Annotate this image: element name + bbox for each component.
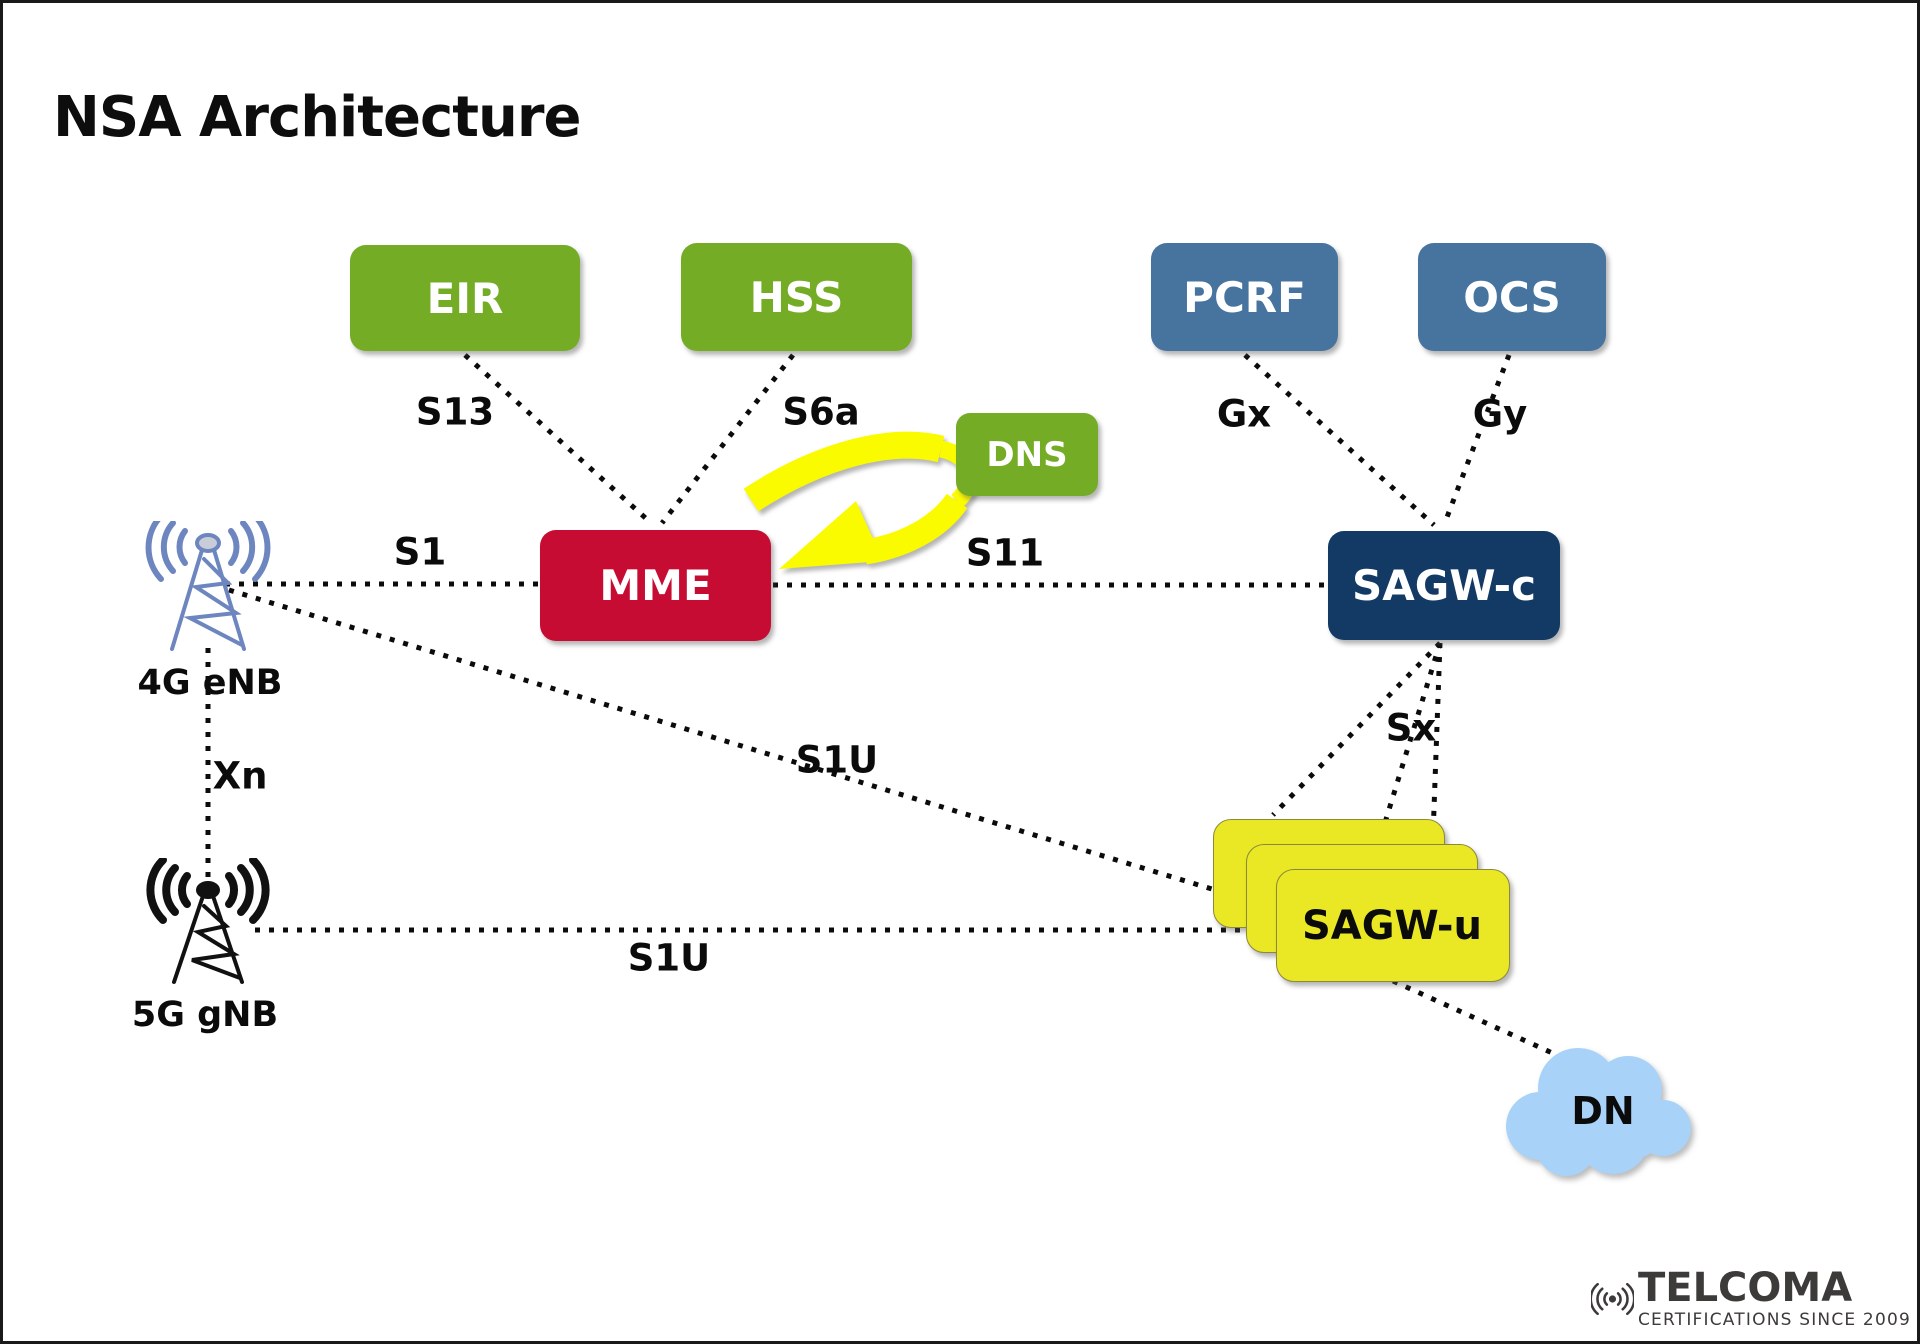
iface-label-s6a: S6a xyxy=(782,390,860,434)
node-sagw-u-front xyxy=(1276,869,1510,982)
link-sagwu-dn-line xyxy=(1391,978,1561,1059)
iface-label-gx: Gx xyxy=(1216,392,1272,436)
5g-gnb-icon xyxy=(146,858,270,984)
connections-layer xyxy=(205,353,1561,1059)
link-sx-line-2 xyxy=(1377,642,1443,840)
link-gx-line xyxy=(1243,353,1436,527)
node-sagw-c: SAGW-c xyxy=(1328,531,1560,640)
node-eir-label: EIR xyxy=(426,273,504,323)
4g-enb-label: 4G eNB xyxy=(137,663,283,703)
node-sagw-c-label: SAGW-c xyxy=(1352,561,1536,610)
dn-cloud-icon xyxy=(1506,1048,1691,1176)
link-gy-line xyxy=(1441,354,1512,526)
iface-label-s13: S13 xyxy=(415,390,495,434)
node-ocs-label: OCS xyxy=(1463,272,1561,322)
telcoma-brand-text: TELCOMA xyxy=(1637,1265,1853,1311)
iface-label-xn: Xn xyxy=(212,754,268,798)
node-pcrf-label: PCRF xyxy=(1183,272,1306,322)
node-dns: DNS xyxy=(956,413,1098,496)
link-s1u-enb-line xyxy=(228,587,1249,903)
dns-arrow-head xyxy=(779,501,883,569)
iface-label-sx: Sx xyxy=(1385,706,1437,750)
node-ocs: OCS xyxy=(1418,243,1606,351)
4g-enb-icon xyxy=(145,521,271,651)
node-mme-label: MME xyxy=(599,561,712,610)
node-pcrf: PCRF xyxy=(1151,243,1338,351)
5g-gnb-label: 5G gNB xyxy=(131,995,279,1035)
telcoma-logo: TELCOMA CERTIFICATIONS SINCE 2009 xyxy=(1591,1259,1911,1339)
page-title: NSA Architecture xyxy=(53,85,581,150)
node-hss-label: HSS xyxy=(749,272,844,322)
telcoma-tagline-text: CERTIFICATIONS SINCE 2009 xyxy=(1637,1310,1911,1330)
dns-arrow-upper-band xyxy=(743,431,945,512)
iface-label-s1: S1 xyxy=(393,530,447,574)
iface-label-gy: Gy xyxy=(1472,392,1528,436)
link-sx-line-1 xyxy=(1271,641,1442,817)
node-sagw-u-label: SAGW-u xyxy=(1302,903,1482,949)
iface-label-s1u-gnb: S1U xyxy=(627,936,711,980)
node-mme: MME xyxy=(540,530,771,641)
dns-query-arrow xyxy=(743,431,978,569)
dns-arrow-lower-band xyxy=(862,493,968,565)
telcoma-logo-icon xyxy=(1591,1282,1634,1316)
node-hss: HSS xyxy=(681,243,912,351)
node-eir: EIR xyxy=(350,245,580,351)
iface-label-s1u-enb: S1U xyxy=(795,738,879,782)
dn-cloud-label: DN xyxy=(1571,1089,1635,1133)
node-dns-label: DNS xyxy=(986,434,1068,475)
link-s13-line xyxy=(463,353,653,525)
iface-label-s11: S11 xyxy=(965,531,1045,575)
